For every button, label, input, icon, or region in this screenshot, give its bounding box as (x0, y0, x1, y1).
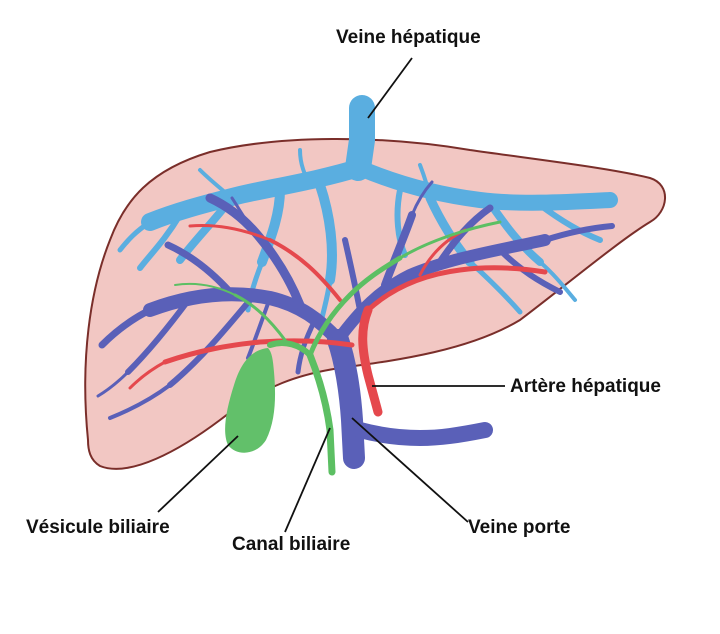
leader-veine-hepatique (368, 58, 412, 118)
leader-canal-biliaire (285, 428, 330, 532)
label-vesicule-biliaire: Vésicule biliaire (26, 518, 170, 537)
label-artere-hepatique: Artère hépatique (510, 377, 661, 396)
label-veine-porte: Veine porte (468, 518, 570, 537)
label-canal-biliaire: Canal biliaire (232, 535, 350, 554)
label-veine-hepatique: Veine hépatique (336, 28, 481, 47)
